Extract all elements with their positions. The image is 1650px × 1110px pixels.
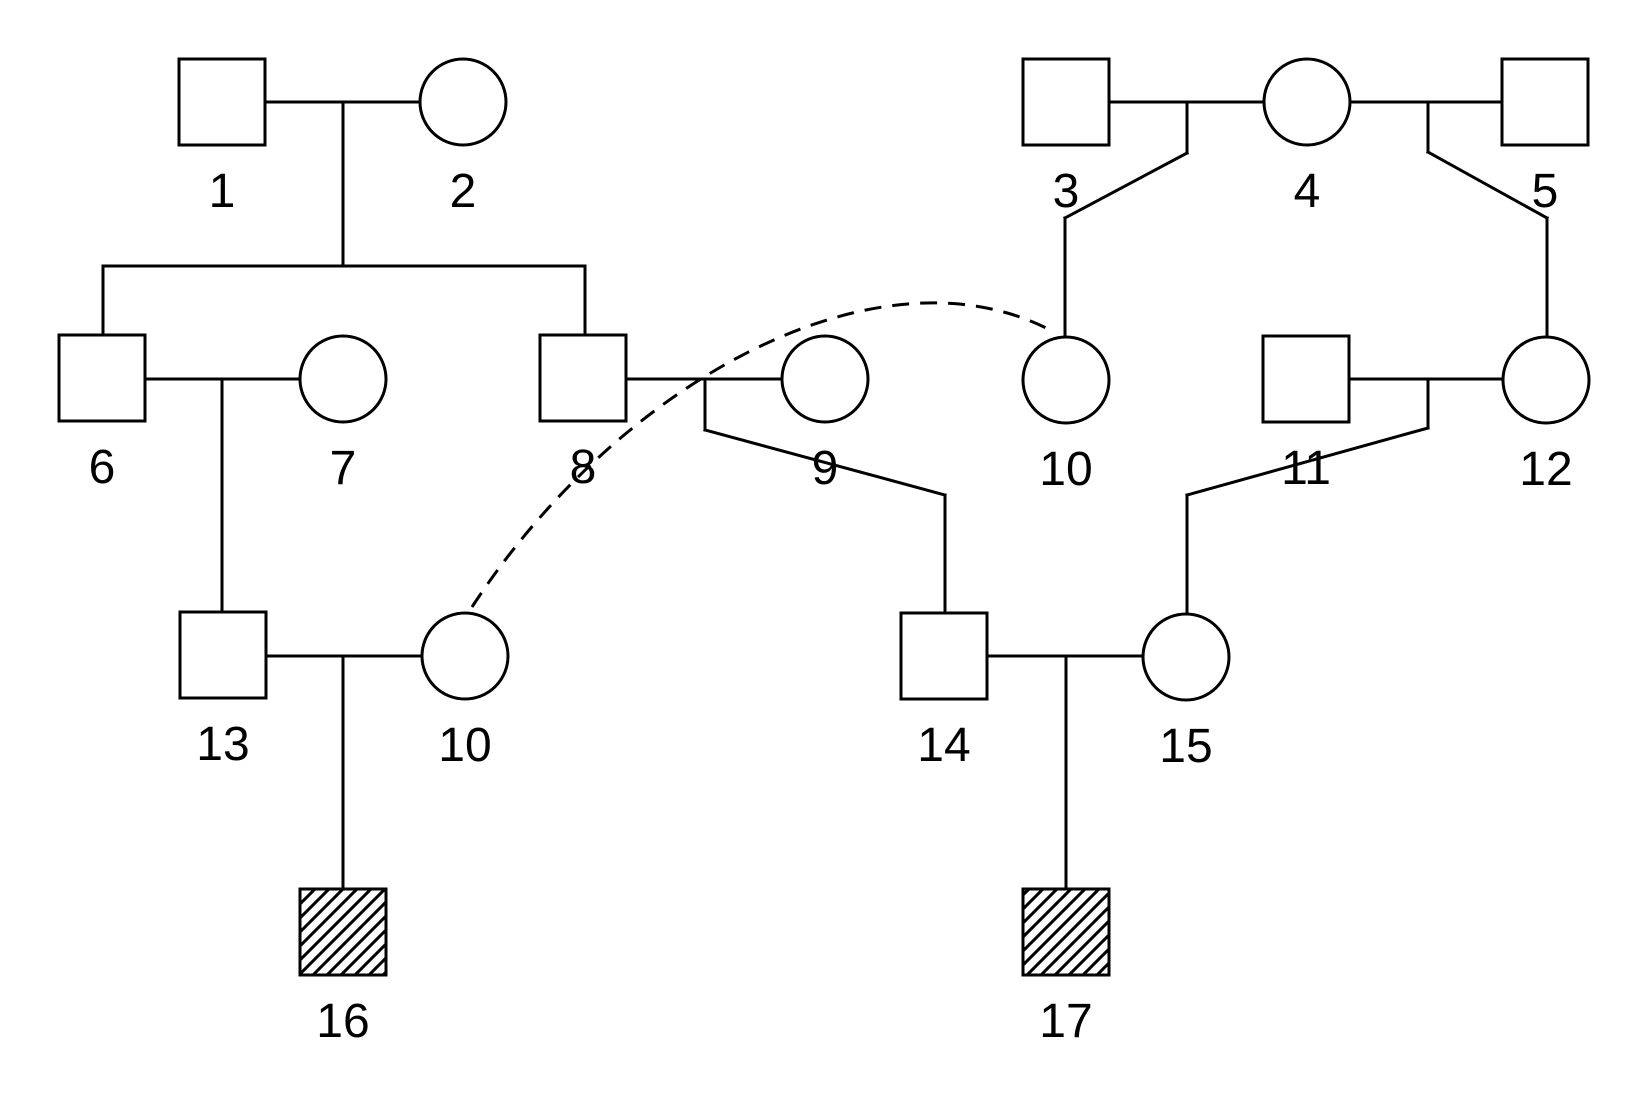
connector-drop-3-4-b [1062,150,1190,221]
individual-15-circle [1141,612,1231,702]
connector-drop-4-5-b [1425,149,1550,221]
individual-2-circle [418,57,508,147]
individual-16-label: 16 [316,995,369,1048]
individual-9-label: 9 [812,442,839,495]
individual-11-label: 11 [1281,442,1331,495]
individual-10-upper-circle [1021,335,1111,425]
connector-drop-11-12-b [1185,426,1430,497]
individual-8-label: 8 [570,441,597,494]
individual-6-square [57,333,147,423]
individual-7-circle [298,334,388,424]
individual-12-circle [1501,335,1591,425]
symbols-layer [57,57,1591,977]
individual-10-upper-label: 10 [1039,443,1092,496]
individual-8-square [538,333,628,423]
individual-11-square [1261,334,1351,424]
individual-5-square [1500,57,1590,147]
individual-3-square [1021,57,1111,147]
individual-7-label: 7 [330,442,357,495]
individual-16-square [298,887,388,977]
individual-15-label: 15 [1159,720,1212,773]
individual-17-label: 17 [1039,995,1092,1048]
individual-12-label: 12 [1519,443,1572,496]
individual-6-label: 6 [89,441,116,494]
individual-17-square [1021,887,1111,977]
individual-10-lower-circle [420,611,510,701]
individual-14-label: 14 [917,719,970,772]
links-layer [101,100,1550,891]
individual-4-circle [1262,57,1352,147]
individual-1-square [177,57,267,147]
individual-4-label: 4 [1294,165,1321,218]
individual-1-label: 1 [209,165,236,218]
individual-9-circle [780,334,870,424]
individual-13-square [178,610,268,700]
duplicate-individual-link [470,301,1053,608]
connector-drop-8-9-b [703,428,947,497]
individual-13-label: 13 [196,718,249,771]
individual-14-square [899,611,989,701]
individual-3-label: 3 [1053,165,1080,218]
individual-2-label: 2 [450,165,477,218]
individual-5-label: 5 [1532,165,1559,218]
individual-10-lower-label: 10 [438,719,491,772]
